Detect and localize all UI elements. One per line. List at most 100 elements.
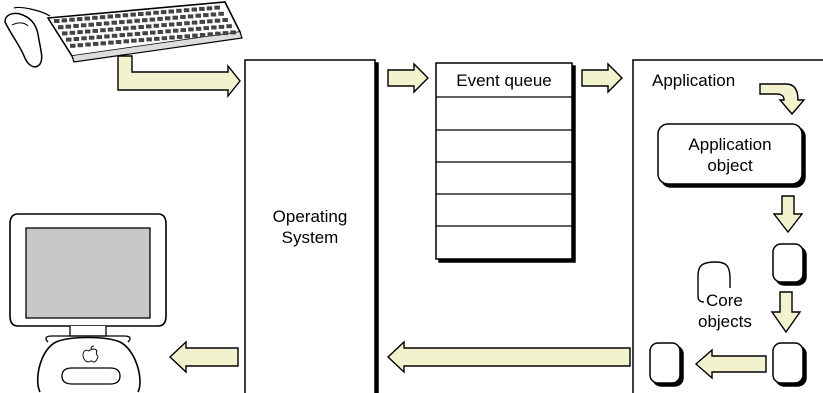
keyboard-key xyxy=(84,16,90,21)
keyboard-key xyxy=(180,28,186,33)
keyboard-key xyxy=(80,23,87,28)
keyboard-key xyxy=(115,40,122,44)
core-objects-label-line1: Core xyxy=(706,291,743,310)
keyboard-key xyxy=(214,5,220,10)
keyboard-key xyxy=(157,16,163,21)
keyboard-key xyxy=(92,28,98,33)
keyboard-key xyxy=(104,34,110,39)
keyboard-key xyxy=(81,36,87,41)
keyboard-key xyxy=(61,18,68,23)
core-objects-bracket-shadow xyxy=(715,261,731,288)
keyboard-key xyxy=(107,27,114,32)
keyboard-icon xyxy=(46,1,243,63)
keyboard-key xyxy=(138,38,145,43)
keyboard-key xyxy=(191,7,197,12)
keyboard-key xyxy=(168,9,174,14)
keyboard-key xyxy=(88,35,95,40)
keyboard-key xyxy=(188,27,194,32)
keyboard-key xyxy=(134,18,140,23)
keyboard-key xyxy=(70,43,76,48)
keyboard-key xyxy=(184,34,190,39)
monitor-icon xyxy=(9,213,167,393)
keyboard-key xyxy=(111,20,117,25)
keyboard-key xyxy=(218,11,224,16)
keyboard-key xyxy=(92,41,99,46)
keyboard-key xyxy=(192,33,198,38)
core-object-3 xyxy=(649,342,681,384)
keyboard-key xyxy=(130,12,136,17)
keyboard-key xyxy=(164,16,171,21)
application-object-label-line2: object xyxy=(707,156,753,175)
keyboard-key xyxy=(176,34,183,39)
keyboard-key xyxy=(85,42,91,47)
core-object-2 xyxy=(772,342,804,384)
keyboard-key xyxy=(100,41,106,46)
keyboard-key xyxy=(65,24,72,29)
keyboard-key xyxy=(149,17,156,22)
os-to-queue-arrow xyxy=(387,62,429,94)
keyboard-key xyxy=(115,13,121,18)
keyboard-key xyxy=(54,19,60,23)
keyboard-key xyxy=(207,19,213,24)
keyboard-key xyxy=(160,10,167,15)
keyboard-key xyxy=(176,8,182,13)
core-object-1 xyxy=(772,243,804,283)
keyboard-key xyxy=(127,32,133,37)
keyboard-key xyxy=(73,37,80,41)
keyboard-key xyxy=(103,21,110,26)
keyboard-key xyxy=(77,43,84,48)
event-queue-slots xyxy=(436,96,572,227)
keyboard-key xyxy=(199,6,205,11)
keyboard-key xyxy=(123,39,129,44)
keyboard-key xyxy=(180,15,186,19)
keyboard-key xyxy=(230,30,236,35)
keyboard-key xyxy=(134,31,141,36)
keyboard-key xyxy=(153,23,160,28)
application-object-label-line1: Application xyxy=(688,135,772,154)
operating-system-box xyxy=(244,59,376,393)
application-object-label: Application object xyxy=(658,134,802,176)
keyboard-key xyxy=(96,22,102,26)
keyboard-key xyxy=(130,25,137,30)
apple-logo-icon xyxy=(82,345,99,363)
keyboard-key xyxy=(66,37,72,42)
keyboard-key xyxy=(206,6,213,11)
keyboard-key xyxy=(111,33,118,38)
keyboard-key xyxy=(161,23,167,28)
application-label: Application xyxy=(652,71,736,90)
keyboard-key xyxy=(58,25,64,30)
keyboard-key xyxy=(187,14,194,19)
queue-to-app-arrow xyxy=(581,62,623,94)
keyboard-key xyxy=(195,26,202,31)
keyboard-key xyxy=(123,26,129,31)
keyboard-key xyxy=(145,11,152,16)
keyboard-key xyxy=(191,20,198,25)
keyboard-key xyxy=(126,19,133,24)
keyboard-key xyxy=(108,40,114,45)
event-queue xyxy=(435,62,573,260)
operating-system-label: Operating System xyxy=(245,206,375,248)
keyboard-key xyxy=(77,30,83,35)
keyboard-key xyxy=(100,28,106,33)
output-arrow xyxy=(168,340,239,374)
keyboard-key xyxy=(176,21,182,26)
input-arrow xyxy=(117,55,241,98)
keyboard-mouse-icon xyxy=(4,1,243,68)
keyboard-key xyxy=(131,38,137,43)
operating-system-label-line1: Operating xyxy=(272,207,348,226)
core-objects-label: Core objects xyxy=(698,290,752,332)
keyboard-key xyxy=(211,25,217,30)
keyboard-key xyxy=(138,25,144,29)
keyboard-key xyxy=(107,14,113,19)
keyboard-key xyxy=(214,18,221,23)
keyboard-key xyxy=(183,8,190,13)
keyboard-key xyxy=(150,30,156,35)
keyboard-key xyxy=(115,26,121,31)
keyboard-key xyxy=(215,31,221,36)
keyboard-key xyxy=(210,12,217,17)
keyboard-key xyxy=(62,31,68,36)
event-queue-label: Event queue xyxy=(456,71,552,90)
core-objects-bracket xyxy=(697,261,717,303)
keyboard-key xyxy=(142,31,148,36)
